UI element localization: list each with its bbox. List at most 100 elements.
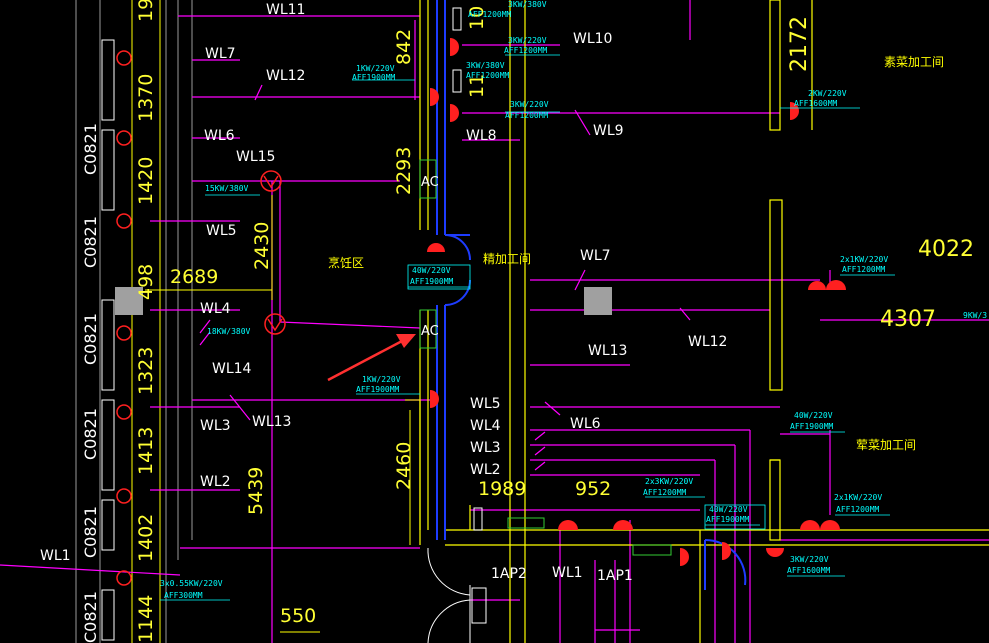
circuit-wl8: WL8 — [466, 128, 497, 144]
column-label-2: C0821 — [81, 216, 100, 268]
dim-1989: 1989 — [478, 478, 526, 500]
circuit-wl1: WL1 — [40, 548, 71, 564]
left-outlets — [116, 50, 132, 586]
column-label-6: C0821 — [81, 591, 100, 643]
right-circuit-wl13: WL13 — [588, 343, 627, 359]
left-wall-segments — [101, 39, 115, 641]
right-circuit-wl3: WL3 — [470, 440, 501, 456]
column-label-3: C0821 — [81, 313, 100, 365]
room-fine-processing: 精加工间 — [483, 252, 531, 266]
dim-4022: 4022 — [918, 237, 974, 262]
note-6a: 2KW/220V — [808, 89, 847, 98]
junction-boxes — [452, 7, 483, 531]
circuit-wl6: WL6 — [204, 128, 235, 144]
note-15b: AFF1900MM — [706, 515, 750, 524]
grey-panel-right — [584, 287, 612, 315]
dim-5439: 5439 — [245, 467, 267, 515]
circuit-wl9: WL9 — [593, 123, 624, 139]
note-13b: AFF1900MM — [790, 422, 834, 431]
red-receptacles — [427, 38, 846, 566]
note-18b: AFF300MM — [164, 591, 203, 600]
right-circuit-wl1: WL1 — [552, 565, 583, 581]
circuit-wl3: WL3 — [200, 418, 231, 434]
panel-1ap1: 1AP1 — [597, 568, 633, 584]
note-1b: AFF1200MM — [468, 10, 512, 19]
note-9a: 2x1KW/220V — [840, 255, 888, 264]
dim-1323: 1323 — [135, 347, 157, 395]
dim-2689: 2689 — [170, 266, 218, 288]
dim-1420: 1420 — [135, 157, 157, 205]
note-14a: 2x3KW/220V — [645, 477, 693, 486]
dim-550: 550 — [280, 605, 316, 627]
note-5a: 3KW/220V — [510, 100, 549, 109]
dim-952: 952 — [575, 478, 611, 500]
note-7: 15KW/380V — [205, 184, 249, 193]
circuit-wl2: WL2 — [200, 474, 231, 490]
dim-top-11: 11 — [466, 74, 488, 98]
note-15a: 40W/220V — [709, 505, 748, 514]
note-18a: 3x0.55KW/220V — [160, 579, 223, 588]
note-6b: AFF1600MM — [794, 99, 838, 108]
room-meat-processing: 荤菜加工间 — [856, 438, 916, 452]
ac-label-2: AC — [421, 324, 439, 339]
dim-2430: 2430 — [251, 222, 273, 270]
note-9b: AFF1200MM — [842, 265, 886, 274]
note-16b: AFF1200MM — [836, 505, 880, 514]
mid-dimension-lines — [145, 195, 420, 633]
dim-top-10: 10 — [466, 6, 488, 30]
note-8b: AFF1900MM — [410, 277, 454, 286]
note-3a: 1KW/220V — [356, 64, 395, 73]
dim-1413: 1413 — [135, 427, 157, 475]
column-label-5: C0821 — [81, 506, 100, 558]
note-16a: 2x1KW/220V — [834, 493, 882, 502]
circuit-wl5: WL5 — [206, 223, 237, 239]
grey-panel-left — [115, 287, 143, 315]
dim-1144: 1144 — [135, 595, 157, 643]
right-circuit-wl12: WL12 — [688, 334, 727, 350]
room-veg-processing: 素菜加工间 — [884, 55, 944, 69]
dim-190: 190 — [135, 0, 157, 22]
circuit-wl11: WL11 — [266, 2, 305, 18]
dim-1402: 1402 — [135, 514, 157, 562]
note-10: 9KW/3 — [963, 311, 987, 320]
column-label-1: C0821 — [81, 123, 100, 175]
dim-2293: 2293 — [393, 147, 415, 195]
circuit-wl10: WL10 — [573, 31, 612, 47]
note-2a: 3KW/220V — [508, 36, 547, 45]
right-circuit-wl4: WL4 — [470, 418, 501, 434]
dim-2172: 2172 — [787, 16, 812, 72]
exhaust-fans — [260, 170, 286, 335]
circuit-wl7: WL7 — [205, 46, 236, 62]
ac-units — [419, 159, 672, 556]
left-dimension-lines — [131, 0, 161, 643]
room-cooking: 烹饪区 — [328, 255, 364, 270]
note-12a: 1KW/220V — [362, 375, 401, 384]
panel-1ap2: 1AP2 — [491, 566, 527, 582]
note-8a: 40W/220V — [412, 266, 451, 275]
red-arrow — [327, 334, 416, 382]
dim-4307: 4307 — [880, 307, 936, 332]
dim-842: 842 — [393, 29, 415, 65]
circuit-wl13: WL13 — [252, 414, 291, 430]
note-3b: AFF1900MM — [352, 73, 396, 82]
right-circuit-wl7: WL7 — [580, 248, 611, 264]
column-label-4: C0821 — [81, 408, 100, 460]
note-17a: 3KW/220V — [790, 555, 829, 564]
circuit-wl15: WL15 — [236, 149, 275, 165]
note-4a: 3KW/380V — [466, 61, 505, 70]
dim-1370: 1370 — [135, 74, 157, 122]
ac-label-1: AC — [421, 175, 439, 190]
note-4b: AFF1200MM — [466, 71, 510, 80]
note-underlines — [160, 54, 895, 601]
dim-2460: 2460 — [393, 442, 415, 490]
circuit-wl4: WL4 — [200, 301, 231, 317]
left-wall-structure — [75, 0, 193, 643]
note-1a: 3KW/380V — [508, 0, 547, 9]
circuit-wl12: WL12 — [266, 68, 305, 84]
note-17b: AFF1600MM — [787, 566, 831, 575]
right-circuit-wl6: WL6 — [570, 416, 601, 432]
door-arcs — [427, 547, 487, 643]
